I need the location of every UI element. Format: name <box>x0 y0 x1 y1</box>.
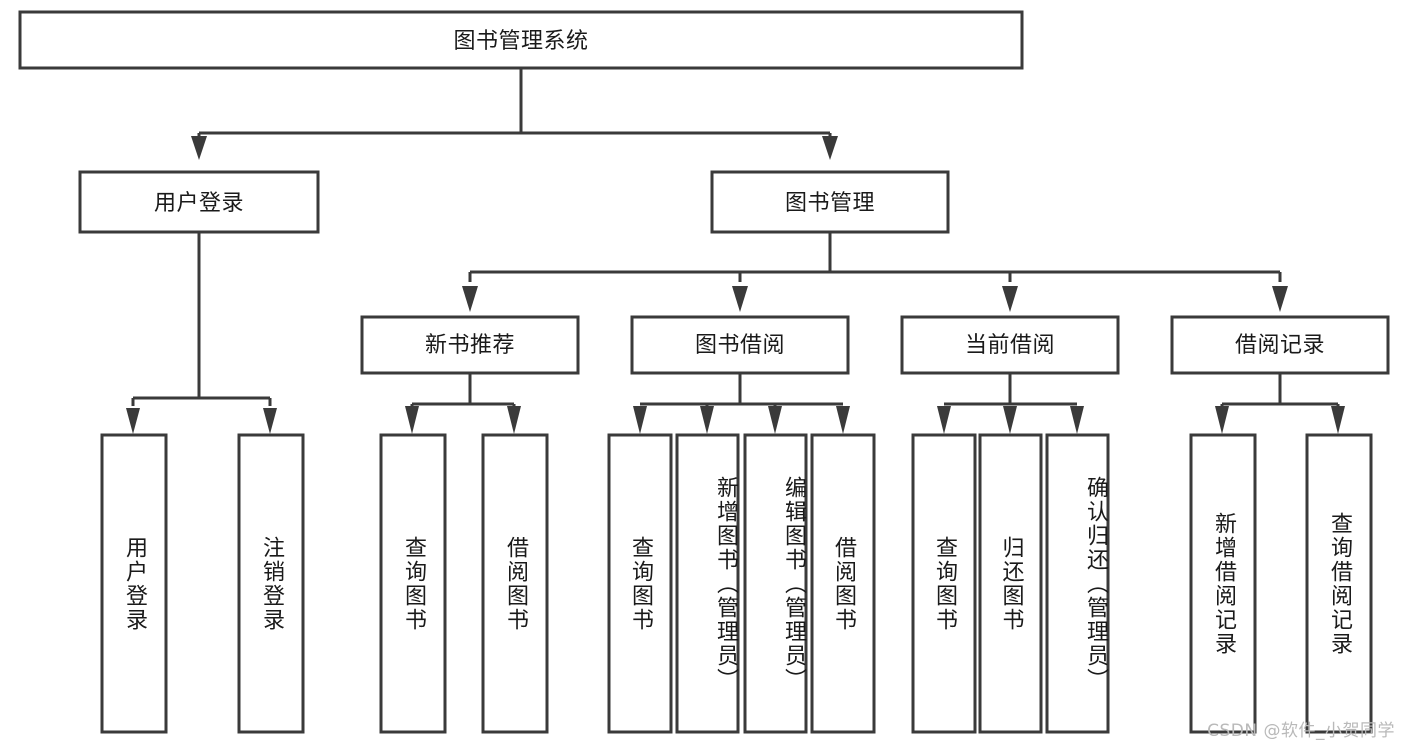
node-user-login[interactable]: 用户登录 <box>78 170 320 234</box>
connector-user-login-to-leaves <box>126 232 277 434</box>
arrow-head-br-leaf-2 <box>1331 406 1345 434</box>
node-new-book-recommend[interactable]: 新书推荐 <box>360 315 580 375</box>
arrow-head-cb-leaf-1 <box>937 406 951 434</box>
node-book-manage-label: 图书管理 <box>785 191 875 216</box>
node-root-label: 图书管理系统 <box>453 29 588 54</box>
connector-root-to-level2 <box>191 68 838 160</box>
arrow-head-book-manage <box>822 136 838 160</box>
leaf-box-logout[interactable] <box>237 433 305 734</box>
arrow-head-user-login <box>191 136 207 160</box>
node-book-borrow-label: 图书借阅 <box>695 333 785 358</box>
arrow-head-new-book <box>462 286 478 312</box>
leaf-box-br-add-record[interactable] <box>1189 433 1257 734</box>
leaf-box-br-query-record[interactable] <box>1305 433 1373 734</box>
node-user-login-label: 用户登录 <box>154 191 244 216</box>
arrow-head-borrow-record <box>1272 286 1288 312</box>
arrow-head-bb-leaf-2 <box>700 406 714 434</box>
arrow-head-br-leaf-1 <box>1215 406 1229 434</box>
leaf-box-nb-borrow-book[interactable] <box>481 433 549 734</box>
csdn-watermark: CSDN @软件_小贺同学 <box>1207 721 1395 741</box>
connector-new-book-to-leaves <box>405 373 521 434</box>
node-new-book-recommend-label: 新书推荐 <box>425 333 515 358</box>
arrow-head-bb-leaf-1 <box>633 406 647 434</box>
connector-book-manage-to-level3 <box>462 232 1288 312</box>
arrow-head-nb-leaf-1 <box>405 406 419 434</box>
connector-borrow-record-to-leaves <box>1215 373 1345 434</box>
arrow-head-cb-leaf-2 <box>1003 406 1017 434</box>
leaf-box-cb-query-book[interactable] <box>911 433 977 734</box>
leaf-box-bb-edit-book[interactable] <box>743 433 808 734</box>
node-book-borrow-box[interactable] <box>630 315 850 375</box>
node-book-borrow[interactable]: 图书借阅 <box>630 315 850 375</box>
arrow-head-leaf-logout <box>263 408 277 434</box>
arrow-head-cb-leaf-3 <box>1070 406 1084 434</box>
connector-book-borrow-to-leaves <box>633 373 850 434</box>
node-book-manage-box[interactable] <box>710 170 950 234</box>
node-borrow-record[interactable]: 借阅记录 <box>1170 315 1390 375</box>
arrow-head-leaf-user-login <box>126 408 140 434</box>
arrow-head-bb-leaf-4 <box>836 406 850 434</box>
leaf-box-cb-confirm-return[interactable] <box>1045 433 1110 734</box>
leaf-box-bb-borrow-book[interactable] <box>810 433 876 734</box>
arrow-head-nb-leaf-2 <box>507 406 521 434</box>
leaf-box-bb-query-book[interactable] <box>607 433 673 734</box>
leaf-box-nb-query-book[interactable] <box>379 433 447 734</box>
node-borrow-record-box[interactable] <box>1170 315 1390 375</box>
node-current-borrow-label: 当前借阅 <box>965 333 1055 358</box>
leaf-box-bb-add-book[interactable] <box>675 433 740 734</box>
node-book-manage[interactable]: 图书管理 <box>710 170 950 234</box>
node-root[interactable]: 图书管理系统 <box>18 10 1024 70</box>
connector-current-borrow-to-leaves <box>937 373 1084 434</box>
node-current-borrow[interactable]: 当前借阅 <box>900 315 1120 375</box>
leaf-box-cb-return-book[interactable] <box>978 433 1043 734</box>
arrow-head-book-borrow <box>732 286 748 312</box>
arrow-head-bb-leaf-3 <box>768 406 782 434</box>
node-root-box[interactable] <box>18 10 1024 70</box>
node-current-borrow-box[interactable] <box>900 315 1120 375</box>
node-new-book-recommend-box[interactable] <box>360 315 580 375</box>
node-borrow-record-label: 借阅记录 <box>1235 333 1325 358</box>
arrow-head-current-borrow <box>1002 286 1018 312</box>
leaf-box-user-login[interactable] <box>100 433 168 734</box>
